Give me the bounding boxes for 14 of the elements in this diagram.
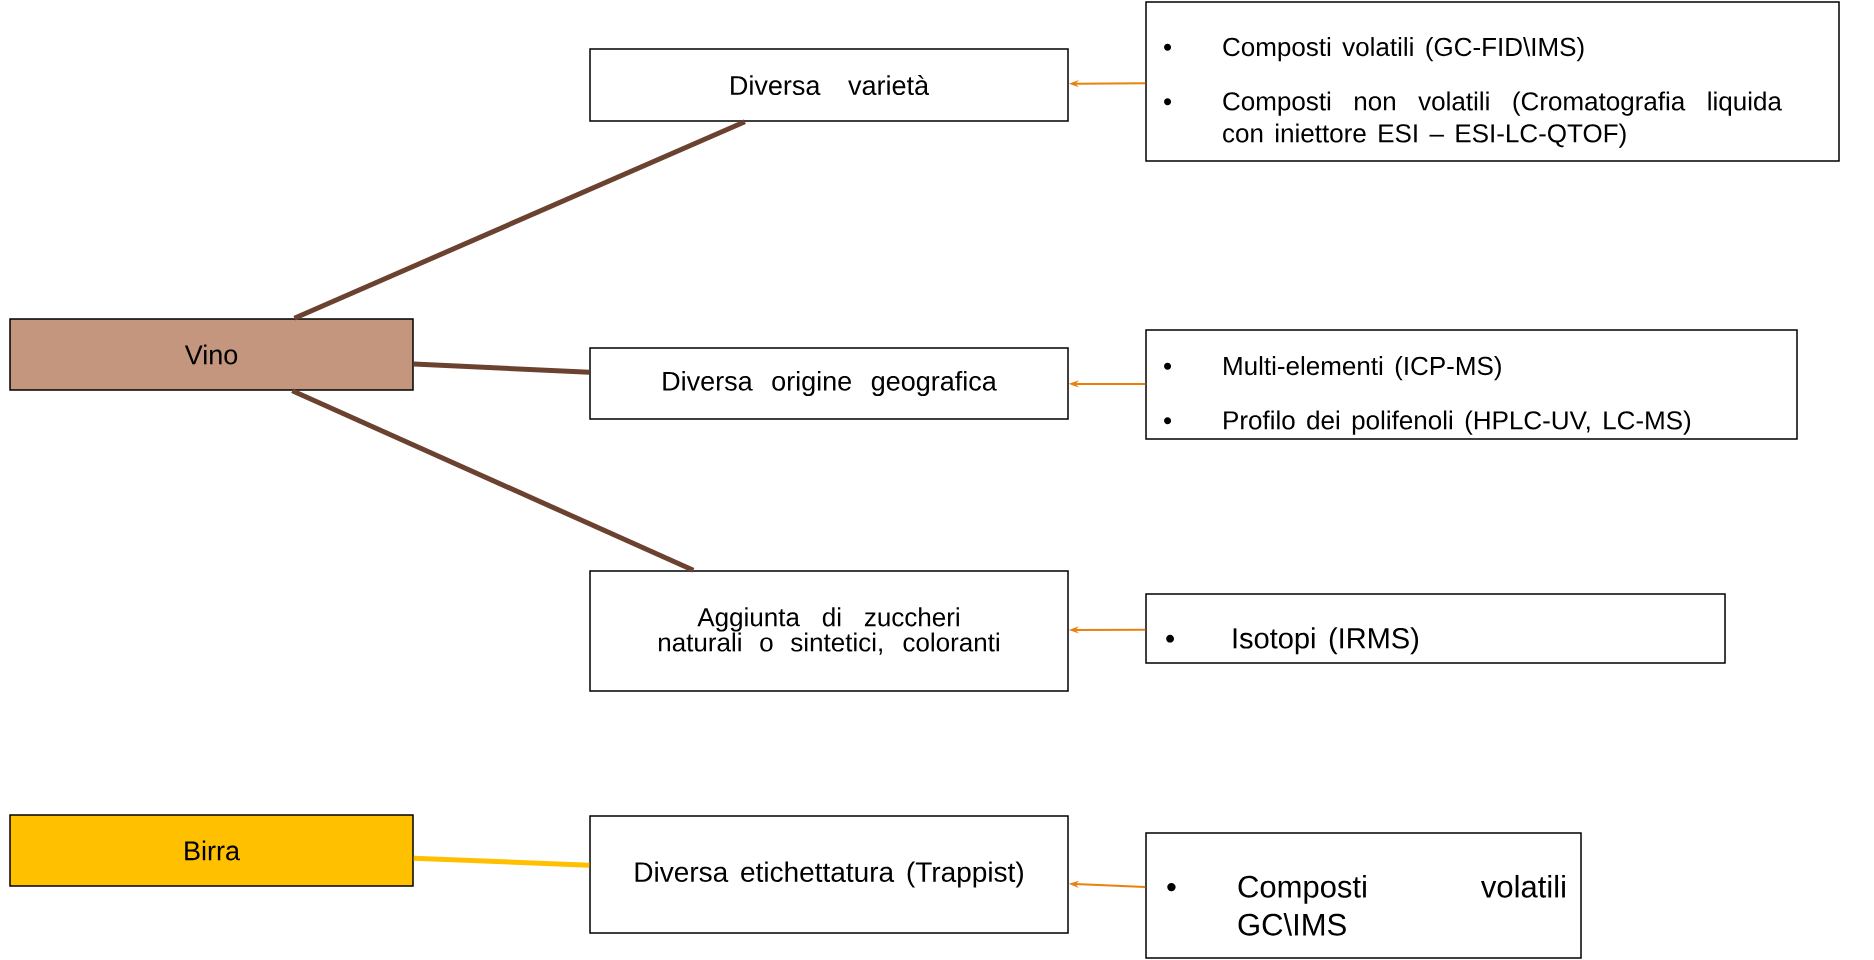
- criterion-box: Diversa etichettatura (Trappist): [589, 815, 1069, 934]
- connector-line: [413, 855, 590, 868]
- method-box: • Multi-elementi (ICP-MS) • Profilo dei polifenoli (HPLC-UV, LC-MS): [1145, 329, 1798, 440]
- method-box: • Composti volatili (GC-FID\IMS) • Composti non volatili (Cromatografia liquida con iniettore ESI – ESI-LC-QTOF): [1145, 1, 1840, 162]
- connector-line: [291, 388, 695, 573]
- criterion-box: Diversa origine geografica: [589, 347, 1069, 420]
- method-box: • Isotopi (IRMS): [1145, 593, 1726, 664]
- connector-line: [413, 361, 590, 375]
- product-box: Birra: [9, 814, 414, 887]
- connector-line: [293, 119, 746, 321]
- criterion-box: Aggiunta di zuccheri naturali o sintetici, coloranti: [589, 570, 1069, 692]
- product-box: Vino: [9, 318, 414, 391]
- criterion-box: Diversa varietà: [589, 48, 1069, 122]
- method-box: • Composti volatili GC\IMS: [1145, 832, 1582, 959]
